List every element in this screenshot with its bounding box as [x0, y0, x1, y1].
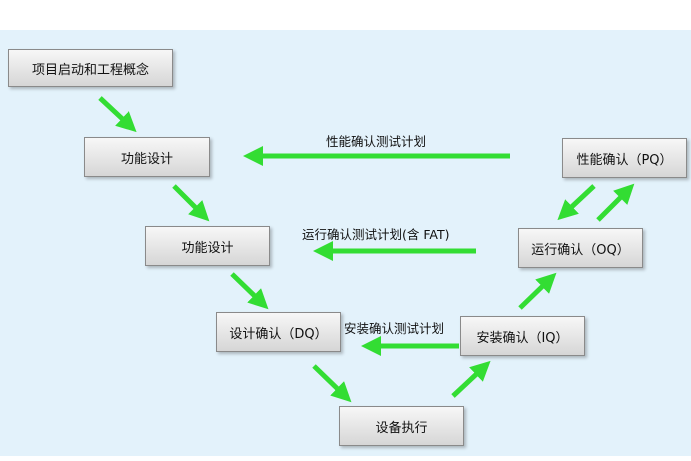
node-operational-qualification: 运行确认（OQ）: [518, 228, 643, 268]
node-project-start: 项目启动和工程概念: [8, 49, 173, 87]
arrow-dq-to-execution: [312, 364, 352, 403]
label-iq-test-plan: 安装确认测试计划: [344, 321, 445, 336]
arrow-iq-to-oq: [518, 272, 557, 310]
node-functional-design-2: 功能设计: [145, 226, 270, 266]
arrow-fd2-to-dq: [230, 272, 269, 310]
label-oq-test-plan: 运行确认测试计划(含 FAT): [302, 227, 450, 242]
arrow-pq-to-oq: [557, 184, 596, 221]
arrow-fd1-to-fd2: [172, 184, 210, 222]
node-performance-qualification: 性能确认（PQ）: [562, 138, 687, 178]
node-equipment-execution: 设备执行: [339, 406, 464, 446]
node-functional-design-1: 功能设计: [84, 137, 210, 177]
arrow-start-to-fd1: [98, 96, 137, 133]
label-pq-test-plan: 性能确认测试计划: [326, 134, 427, 149]
arrow-oq-to-pq: [596, 183, 635, 222]
arrow-execution-to-iq: [451, 360, 491, 398]
node-design-qualification: 设计确认（DQ）: [216, 312, 341, 352]
node-installation-qualification: 安装确认（IQ）: [460, 316, 585, 356]
